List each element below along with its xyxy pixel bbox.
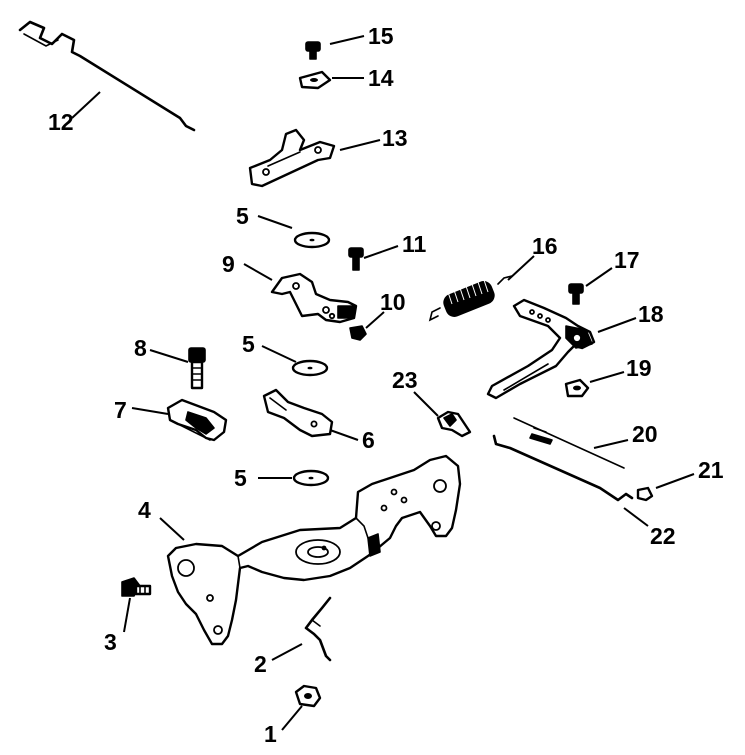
part-12-governor-rod [18,20,196,132]
part-2-spring-clip [304,596,332,662]
callout-labels: 15 14 13 12 5 11 9 10 5 8 7 6 5 4 3 2 1 … [48,23,724,747]
part-5-washer-bottom [292,469,330,487]
callout-7: 7 [114,397,127,423]
part-8-bolt [188,347,206,390]
part-19-nut [564,378,590,398]
callout-20: 20 [632,421,658,447]
callout-2: 2 [254,651,267,677]
callout-17: 17 [614,247,640,273]
part-14-washer [298,70,332,90]
callout-15: 15 [368,23,394,49]
callout-6: 6 [362,427,375,453]
part-5-washer-top [293,231,331,249]
part-13-bracket [248,128,336,188]
part-6-plate [262,388,334,438]
callout-12: 12 [48,109,74,135]
callout-14: 14 [368,65,394,91]
callout-13: 13 [382,125,408,151]
callout-1: 1 [264,721,277,747]
part-9-lever [270,272,358,324]
callout-10: 10 [380,289,406,315]
callout-16: 16 [532,233,558,259]
part-1-nut [294,684,322,708]
callout-11: 11 [402,231,427,257]
part-18-control-lever [486,298,596,400]
part-11-screw [348,247,364,271]
callout-9: 9 [222,251,235,277]
part-22-choke-rod [492,433,634,502]
part-23-clip [436,410,472,438]
part-16-spring [428,275,513,322]
part-15-screw [305,41,321,60]
callout-23: 23 [392,367,418,393]
callout-5-top: 5 [236,203,249,229]
callout-5-middle: 5 [242,331,255,357]
callout-4: 4 [138,497,151,523]
callout-19: 19 [626,355,652,381]
part-17-screw [568,283,584,305]
callout-18: 18 [638,301,664,327]
part-3-screw [121,577,152,597]
callout-8: 8 [134,335,147,361]
part-20-link-rod [513,417,625,469]
callout-3: 3 [104,629,117,655]
part-7-clamp [166,398,228,442]
callout-21: 21 [698,457,724,483]
callout-22: 22 [650,523,676,549]
part-10-nut [349,325,367,341]
part-4-main-bracket [166,454,462,646]
part-5-washer-middle [291,359,329,377]
leader-lines [71,35,695,731]
part-21-nut [636,486,654,502]
callout-5-bottom: 5 [234,465,247,491]
